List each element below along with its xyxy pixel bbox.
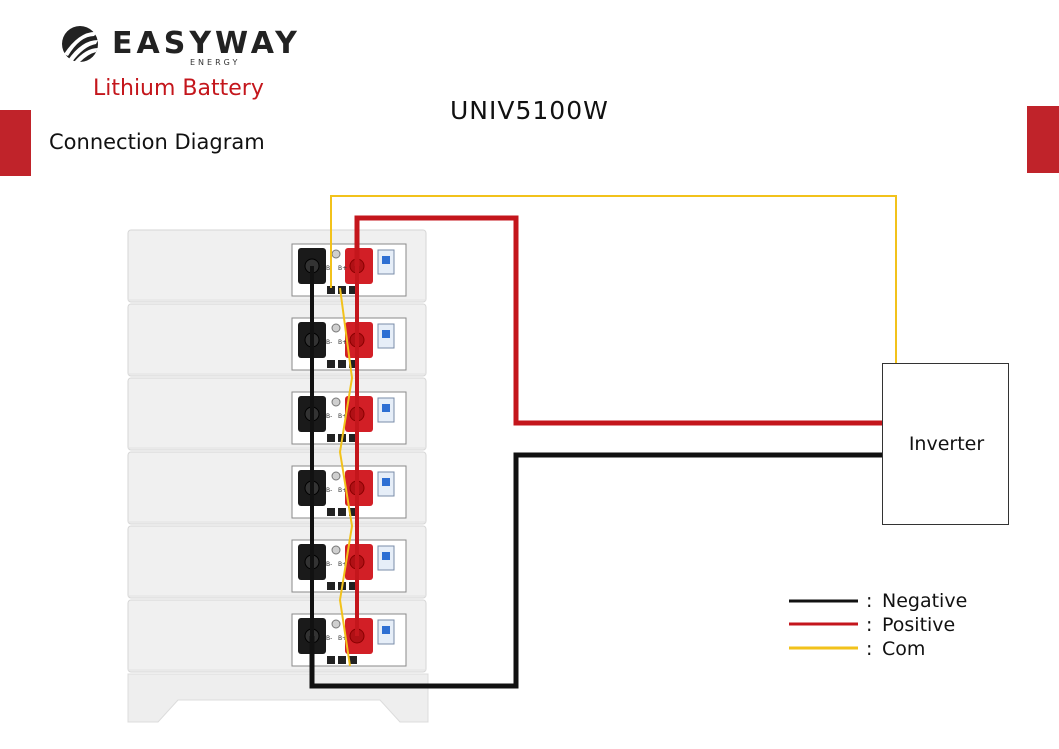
com-port bbox=[338, 360, 346, 368]
b-minus-label: B- bbox=[326, 561, 332, 568]
easyway-logo bbox=[62, 26, 98, 62]
b-plus-label: B+ bbox=[338, 265, 347, 272]
legend-separator-com: : bbox=[866, 638, 873, 660]
product-line: Lithium Battery bbox=[93, 76, 264, 101]
breaker-toggle bbox=[382, 478, 390, 486]
b-plus-label: B+ bbox=[338, 413, 347, 420]
breaker-toggle bbox=[382, 552, 390, 560]
legend bbox=[789, 599, 858, 650]
battery-module: B- B+ bbox=[127, 451, 427, 525]
com-port bbox=[327, 286, 335, 294]
breaker-toggle bbox=[382, 404, 390, 412]
legend-label-positive: Positive bbox=[882, 614, 956, 636]
battery-stack: B- B+ B- B+ B- B+ B- B+ B- B+ B- B+ bbox=[127, 229, 429, 723]
status-indicator bbox=[331, 471, 341, 481]
com-daisy-chain bbox=[338, 287, 354, 667]
com-port bbox=[349, 360, 357, 368]
b-minus-label: B- bbox=[326, 265, 332, 272]
legend-label-negative: Negative bbox=[882, 590, 968, 612]
status-indicator bbox=[331, 397, 341, 407]
battery-module: B- B+ bbox=[127, 377, 427, 451]
battery-module: B- B+ bbox=[127, 599, 427, 673]
battery-base bbox=[127, 673, 429, 723]
breaker-toggle bbox=[382, 626, 390, 634]
legend-separator-positive: : bbox=[866, 614, 873, 636]
com-port bbox=[327, 360, 335, 368]
com-port bbox=[349, 286, 357, 294]
accent-bar-left bbox=[0, 110, 31, 176]
b-minus-label: B- bbox=[326, 339, 332, 346]
breaker-toggle bbox=[382, 330, 390, 338]
status-indicator bbox=[331, 619, 341, 629]
inverter-label: Inverter bbox=[908, 433, 985, 455]
com-port bbox=[349, 508, 357, 516]
brand-subname: ENERGY bbox=[190, 58, 241, 67]
com-port bbox=[349, 656, 357, 664]
com-port bbox=[338, 656, 346, 664]
com-port bbox=[338, 286, 346, 294]
positive-wire-to-inverter bbox=[354, 215, 882, 426]
inverter-box bbox=[882, 363, 1009, 525]
wiring bbox=[309, 195, 897, 689]
status-indicator bbox=[331, 545, 341, 555]
negative-wire-to-inverter bbox=[309, 452, 882, 689]
b-minus-label: B- bbox=[326, 487, 332, 494]
b-plus-label: B+ bbox=[338, 635, 347, 642]
battery-module: B- B+ bbox=[127, 303, 427, 377]
com-port bbox=[338, 508, 346, 516]
model-title: UNIV5100W bbox=[450, 96, 609, 125]
brand-name: EASYWAY bbox=[112, 26, 301, 61]
com-port bbox=[327, 656, 335, 664]
status-indicator bbox=[331, 323, 341, 333]
breaker-toggle bbox=[382, 256, 390, 264]
com-port bbox=[349, 582, 357, 590]
b-plus-label: B+ bbox=[338, 561, 347, 568]
com-wire-to-inverter bbox=[330, 195, 897, 363]
status-indicator bbox=[331, 249, 341, 259]
battery-module: B- B+ bbox=[127, 229, 427, 303]
battery-module: B- B+ bbox=[127, 525, 427, 599]
b-plus-label: B+ bbox=[338, 339, 347, 346]
com-port bbox=[349, 434, 357, 442]
com-port bbox=[327, 434, 335, 442]
legend-separator-negative: : bbox=[866, 590, 873, 612]
accent-bar-right bbox=[1027, 106, 1059, 173]
b-plus-label: B+ bbox=[338, 487, 347, 494]
com-port bbox=[327, 582, 335, 590]
com-port bbox=[327, 508, 335, 516]
b-minus-label: B- bbox=[326, 635, 332, 642]
section-title: Connection Diagram bbox=[49, 130, 265, 154]
b-minus-label: B- bbox=[326, 413, 332, 420]
legend-label-com: Com bbox=[882, 638, 926, 660]
easyway-swoosh-icon bbox=[62, 26, 98, 62]
